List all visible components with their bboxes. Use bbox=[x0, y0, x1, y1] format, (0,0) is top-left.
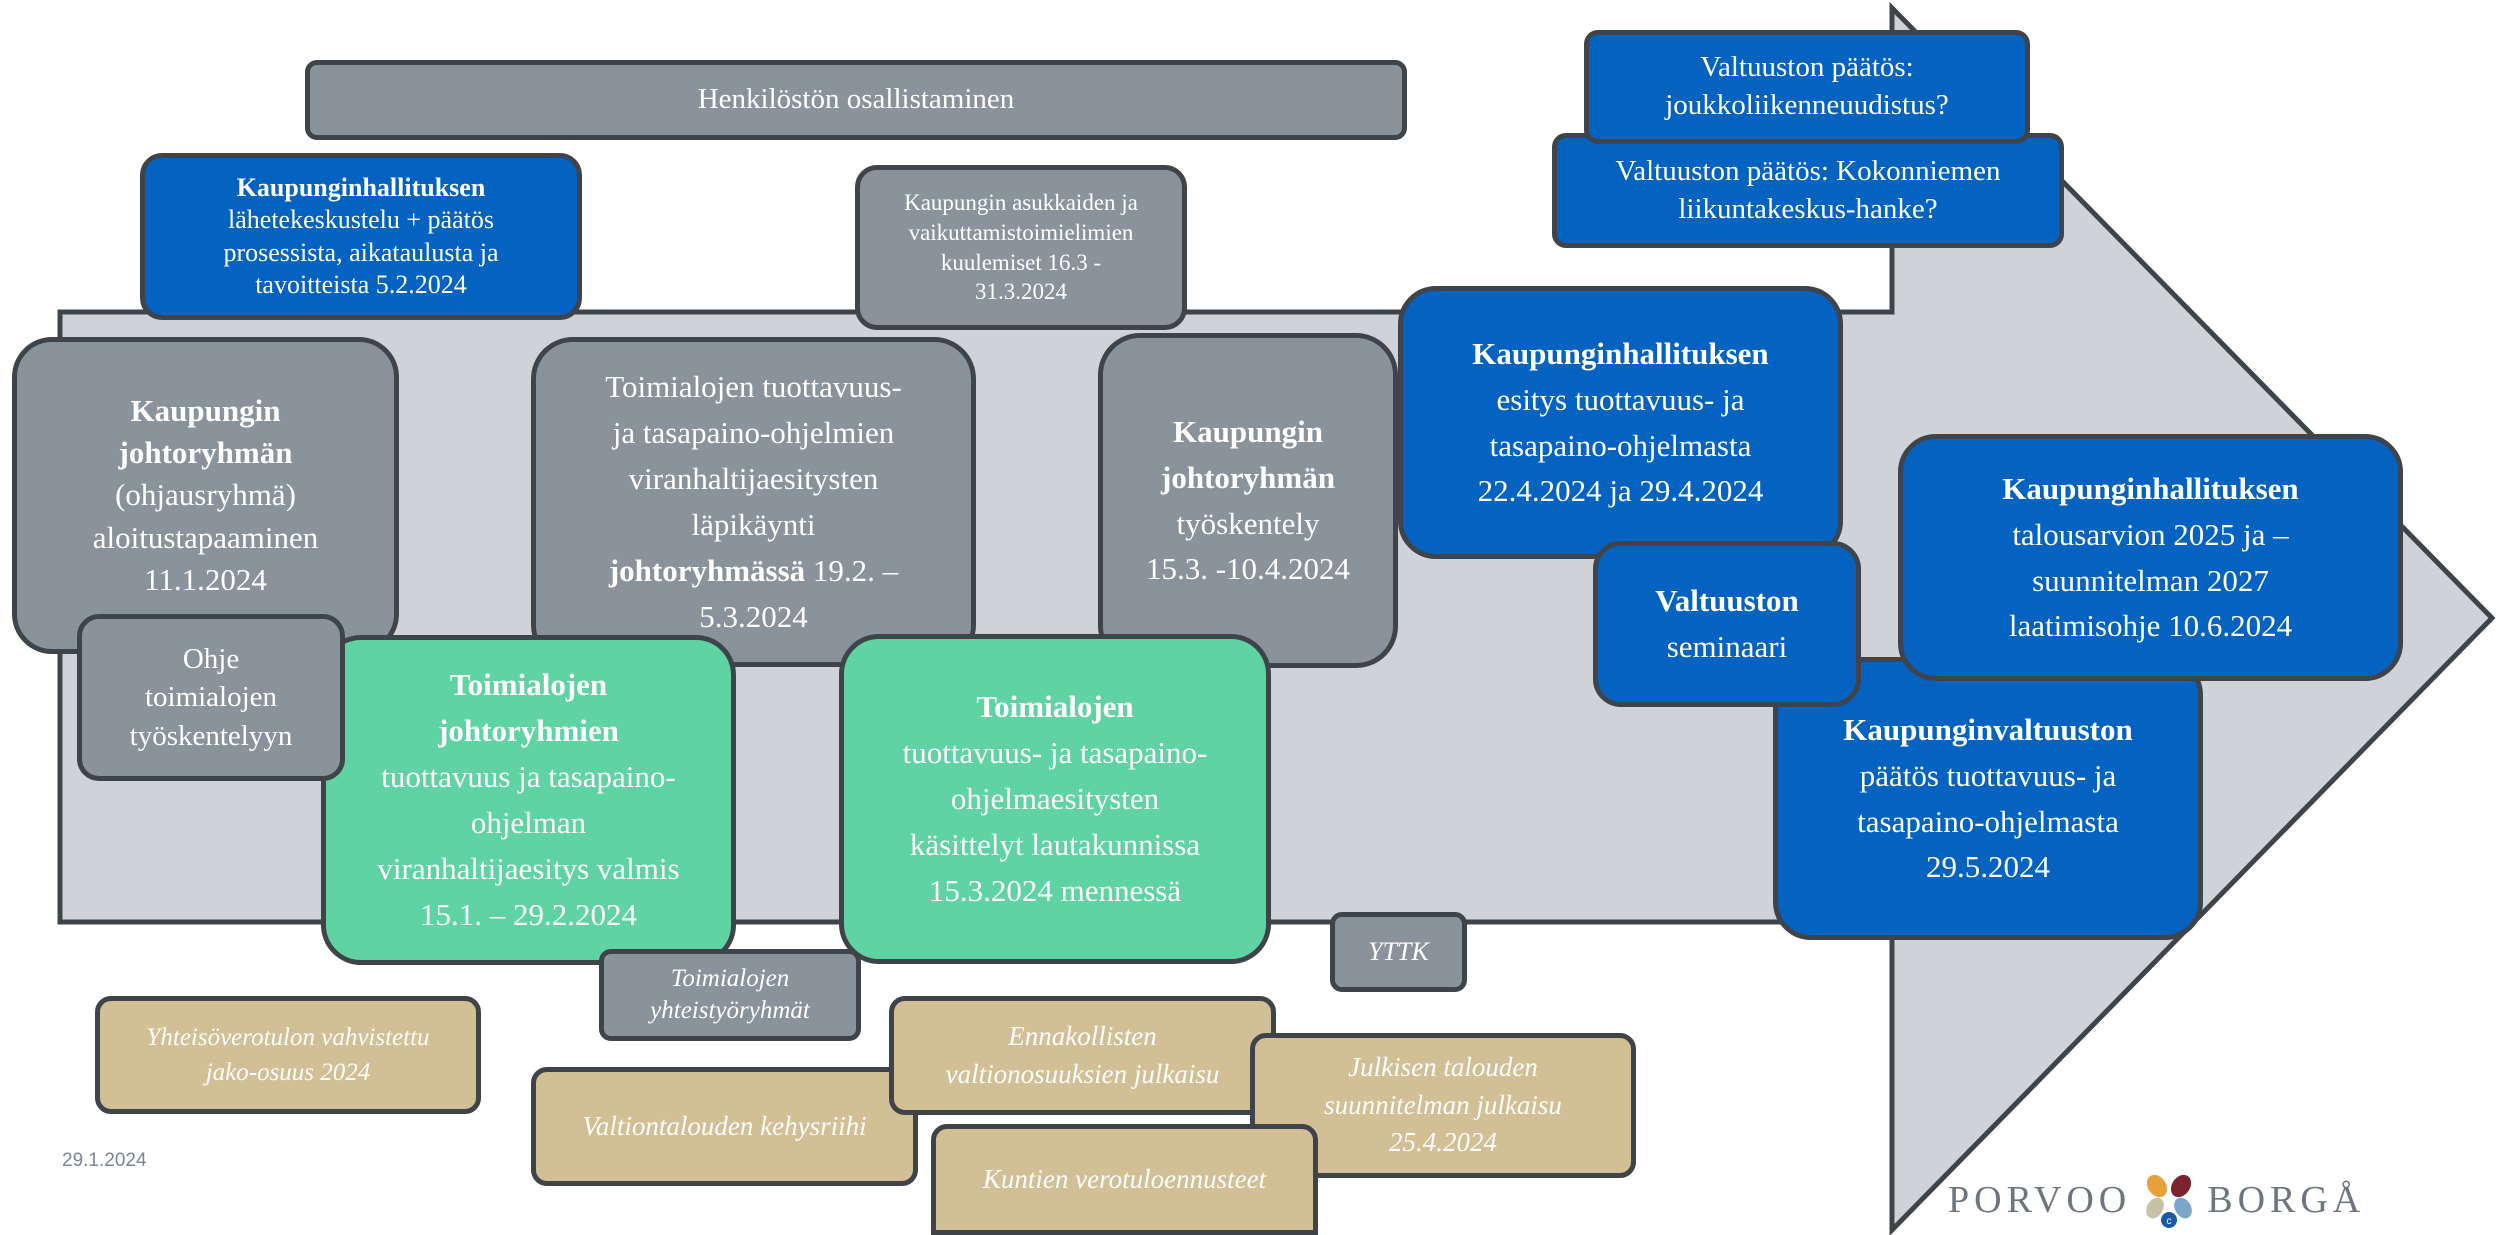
box-line: tuottavuus ja tasapaino- bbox=[381, 759, 676, 795]
box-heading: Kaupunginhallituksen bbox=[1472, 335, 1769, 371]
logo-text-left: PORVOO bbox=[1948, 1179, 2132, 1221]
box-line: 31.3.2024 bbox=[975, 279, 1067, 305]
box-line: toimialojen bbox=[144, 681, 278, 714]
johtoryhma-tyoskentely-box: Kaupungin johtoryhmän työskentely 15.3. … bbox=[1098, 333, 1398, 668]
kuntien-verotuloennusteet-box: Kuntien verotuloennusteet bbox=[931, 1124, 1318, 1235]
henkiloston-osallistaminen-box: Henkilöstön osallistaminen bbox=[305, 60, 1407, 140]
box-line: johtoryhmässä 19.2. – bbox=[609, 548, 898, 594]
julkisen-talouden-box: Julkisen talouden suunnitelman julkaisu … bbox=[1250, 1033, 1636, 1178]
box-line: 5.3.2024 bbox=[699, 598, 808, 634]
box-line: Julkisen talouden bbox=[1348, 1051, 1538, 1082]
box-line: Kuntien verotuloennusteet bbox=[982, 1164, 1267, 1195]
box-line: viranhaltijaesitysten bbox=[628, 461, 879, 497]
valtuusto-liikuntakeskus-box: Valtuuston päätös: Kokonniemen liikuntak… bbox=[1552, 133, 2064, 248]
box-line: ja tasapaino-ohjelmien bbox=[612, 415, 895, 451]
footer-date: 29.1.2024 bbox=[62, 1150, 147, 1171]
box-heading: Kaupunginhallituksen bbox=[236, 172, 486, 202]
porvoo-emblem-icon: c bbox=[2146, 1174, 2193, 1228]
box-line: aloitustapaaminen bbox=[92, 519, 319, 555]
box-heading: Toimialojen bbox=[976, 689, 1134, 725]
kaupunginhallitus-lahetekeskustelu-box: Kaupunginhallituksen lähetekeskustelu + … bbox=[140, 153, 582, 320]
box-line: 15.1. – 29.2.2024 bbox=[420, 896, 637, 932]
toimialojen-lautakunnat-box: Toimialojen tuottavuus- ja tasapaino- oh… bbox=[839, 634, 1271, 964]
yhteistyoryhmat-box: Toimialojen yhteistyöryhmät bbox=[599, 949, 861, 1041]
logo-text-right: BORGÅ bbox=[2207, 1179, 2366, 1221]
box-heading: Kaupunginvaltuuston bbox=[1843, 711, 2133, 747]
box-line: 25.4.2024 bbox=[1389, 1127, 1497, 1158]
box-heading: johtoryhmän bbox=[118, 435, 293, 471]
lapikaynti-box: Toimialojen tuottavuus- ja tasapaino-ohj… bbox=[531, 337, 976, 667]
ennakolliset-box: Ennakollisten valtionosuuksien julkaisu bbox=[889, 996, 1276, 1115]
box-line: Ohje bbox=[182, 643, 240, 676]
valtuusto-joukkoliikenne-box: Valtuuston päätös: joukkoliikenneuudistu… bbox=[1584, 30, 2030, 144]
box-line: Valtiontalouden kehysriihi bbox=[582, 1111, 867, 1142]
box-line: Kaupungin asukkaiden ja bbox=[904, 189, 1138, 215]
box-line: tuottavuus- ja tasapaino- bbox=[902, 735, 1208, 771]
box-line: Toimialojen bbox=[670, 964, 790, 992]
yhteisoverotulo-box: Yhteisöverotulon vahvistettu jako-osuus … bbox=[95, 996, 481, 1114]
svg-text:c: c bbox=[2167, 1216, 2172, 1227]
kaupunginhallitus-esitys-box: Kaupunginhallituksen esitys tuottavuus- … bbox=[1398, 286, 1843, 559]
box-line: jako-osuus 2024 bbox=[205, 1059, 371, 1086]
box-heading: Valtuuston bbox=[1655, 583, 1799, 619]
box-line: liikuntakeskus-hanke? bbox=[1678, 192, 1938, 225]
box-line: 11.1.2024 bbox=[144, 561, 267, 597]
box-line: 15.3.2024 mennessä bbox=[928, 872, 1182, 908]
box-line: kuulemiset 16.3 - bbox=[940, 249, 1102, 275]
box-line: tasapaino-ohjelmasta bbox=[1489, 427, 1752, 463]
box-line: Yhteisöverotulon vahvistettu bbox=[146, 1024, 430, 1051]
box-line: 15.3. -10.4.2024 bbox=[1145, 551, 1351, 587]
yttk-label: YTTK bbox=[1368, 937, 1429, 967]
box-line: ohjelman bbox=[470, 805, 587, 840]
box-line: laatimisohje 10.6.2024 bbox=[2008, 608, 2293, 644]
box-line: yhteistyöryhmät bbox=[650, 997, 810, 1024]
box-line: käsittelyt lautakunnissa bbox=[909, 826, 1201, 862]
toimialojen-johtoryhmien-box: Toimialojen johtoryhmien tuottavuus ja t… bbox=[321, 635, 736, 965]
box-line: suunnitelman julkaisu bbox=[1324, 1089, 1562, 1120]
box-heading: johtoryhmien bbox=[438, 713, 619, 749]
box-heading: Kaupunginhallituksen bbox=[2002, 470, 2299, 506]
box-heading: johtoryhmän bbox=[1161, 459, 1335, 495]
box-heading: johtoryhmässä bbox=[608, 552, 806, 588]
box-line-tail: 19.2. – bbox=[805, 552, 899, 588]
box-line: Toimialojen tuottavuus- bbox=[605, 369, 902, 405]
ohje-box: Ohje toimialojen työskentelyyn bbox=[77, 614, 345, 781]
box-line: seminaari bbox=[1666, 629, 1788, 664]
box-line: Valtuuston päätös: bbox=[1700, 51, 1914, 84]
box-line: läpikäynti bbox=[691, 507, 816, 542]
box-line: Ennakollisten bbox=[1008, 1020, 1157, 1051]
box-line: suunnitelman 2027 bbox=[2032, 562, 2269, 598]
box-line: päätös tuottavuus- ja bbox=[1859, 757, 2117, 793]
box-line: vaikuttamistoimielimien bbox=[908, 219, 1134, 245]
box-line: viranhaltijaesitys valmis bbox=[377, 850, 680, 886]
box-line: talousarvion 2025 ja – bbox=[2012, 516, 2289, 552]
box-line: 29.5.2024 bbox=[1926, 849, 2050, 885]
porvoo-borga-logo: PORVOO c BORGÅ bbox=[1948, 1168, 2365, 1232]
box-heading: Kaupungin bbox=[130, 393, 281, 429]
kuulemiset-box: Kaupungin asukkaiden ja vaikuttamistoimi… bbox=[855, 165, 1187, 330]
kaupunginhallitus-laatimisohje-box: Kaupunginhallituksen talousarvion 2025 j… bbox=[1898, 434, 2403, 681]
box-heading: Kaupungin bbox=[1173, 413, 1323, 449]
box-line: lähetekeskustelu + päätös bbox=[228, 205, 494, 234]
box-line: joukkoliikenneuudistus? bbox=[1665, 89, 1949, 121]
box-line: valtionosuuksien julkaisu bbox=[945, 1058, 1220, 1089]
box-line: ohjelmaesitysten bbox=[950, 781, 1160, 817]
box-line: esitys tuottavuus- ja bbox=[1496, 381, 1745, 417]
johtoryhma-aloitus-box: Kaupungin johtoryhmän (ohjausryhmä) aloi… bbox=[12, 337, 399, 654]
box-line: työskentelyyn bbox=[129, 719, 293, 752]
valtiontalouden-kehysriihi-box: Valtiontalouden kehysriihi bbox=[531, 1067, 918, 1186]
box-line: (ohjausryhmä) bbox=[115, 477, 296, 513]
yttk-box: YTTK bbox=[1330, 912, 1467, 992]
box-line: tasapaino-ohjelmasta bbox=[1857, 803, 2119, 839]
box-line: 22.4.2024 ja 29.4.2024 bbox=[1477, 473, 1764, 509]
box-line: Valtuuston päätös: Kokonniemen bbox=[1615, 154, 2001, 187]
box-heading: Toimialojen bbox=[449, 667, 608, 703]
valtuusto-seminaari-box: Valtuuston seminaari bbox=[1593, 541, 1861, 707]
box-line: työskentely bbox=[1176, 505, 1320, 541]
henkiloston-label: Henkilöstön osallistaminen bbox=[697, 83, 1015, 116]
box-line: prosessista, aikataulusta ja bbox=[223, 237, 499, 267]
box-line: tavoitteista 5.2.2024 bbox=[255, 270, 467, 299]
